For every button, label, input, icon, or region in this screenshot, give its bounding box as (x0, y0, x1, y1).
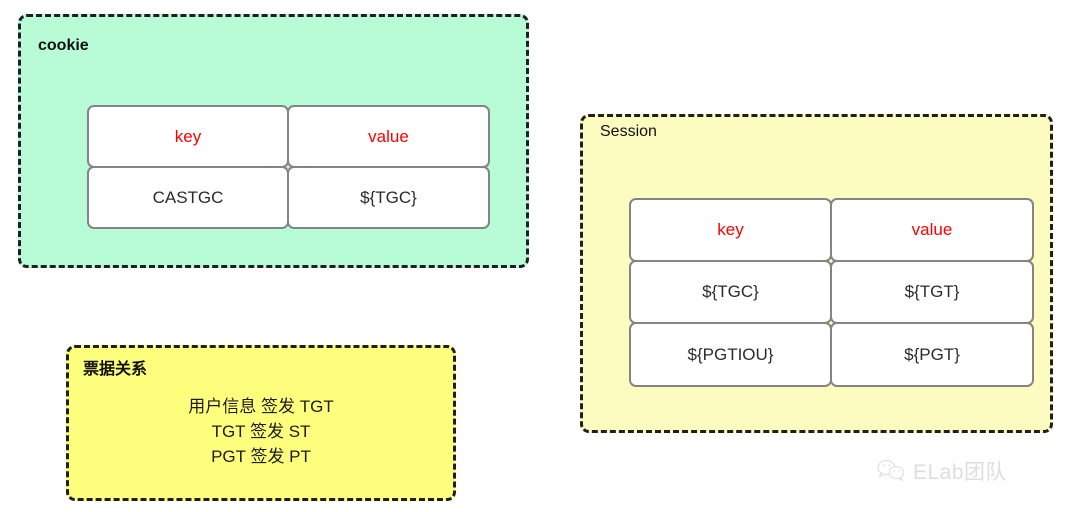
cookie-table-cell-value: ${TGC} (287, 166, 490, 229)
ticket-relation-lines: 用户信息 签发 TGT TGT 签发 ST PGT 签发 PT (69, 394, 453, 469)
session-panel-title: Session (600, 123, 657, 140)
cookie-panel-title: cookie (38, 37, 89, 54)
session-table-header-key: key (629, 198, 832, 262)
ticket-relation-line-1: 用户信息 签发 TGT (188, 397, 334, 416)
session-key-value-table: key value ${TGC} ${TGT} ${PGTIOU} ${PGT} (629, 198, 1034, 387)
session-table-cell-key-1: ${TGC} (629, 260, 832, 324)
watermark: ELab团队 (876, 456, 1007, 486)
wechat-icon (876, 459, 906, 483)
session-table-cell-value-1: ${TGT} (830, 260, 1034, 324)
cookie-table-header-key: key (87, 105, 289, 168)
ticket-relation-title: 票据关系 (83, 361, 148, 378)
watermark-text: ELab团队 (913, 461, 1008, 484)
ticket-relation-line-2: TGT 签发 ST (211, 422, 311, 441)
ticket-relation-line-3: PGT 签发 PT (211, 447, 311, 466)
session-table-cell-value-2: ${PGT} (830, 322, 1034, 387)
cookie-table-cell-key: CASTGC (87, 166, 289, 229)
cookie-table-header-value: value (287, 105, 490, 168)
session-table-cell-key-2: ${PGTIOU} (629, 322, 832, 387)
cookie-key-value-table: key value CASTGC ${TGC} (87, 105, 490, 229)
session-table-header-value: value (830, 198, 1034, 262)
ticket-relation-panel: 票据关系 用户信息 签发 TGT TGT 签发 ST PGT 签发 PT (66, 345, 456, 501)
